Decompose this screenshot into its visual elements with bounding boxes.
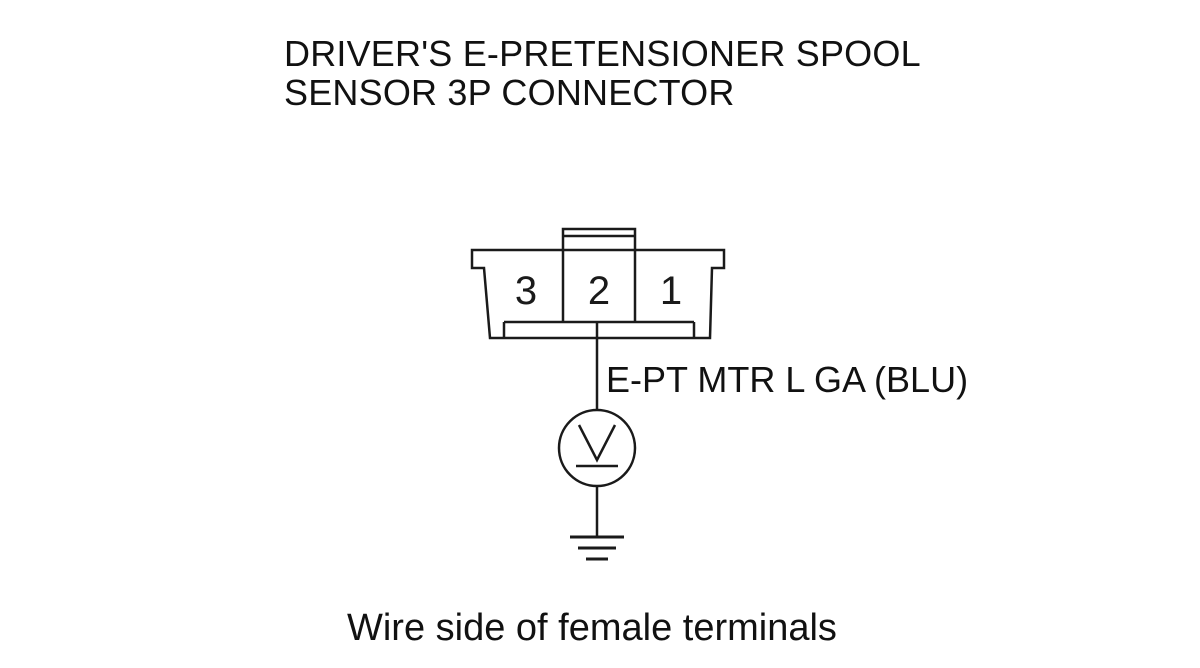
terminal-3-label: 3 [515, 269, 537, 313]
voltmeter-v-symbol [577, 424, 617, 463]
title-line-2: SENSOR 3P CONNECTOR [284, 72, 735, 113]
diagram-title: DRIVER'S E-PRETENSIONER SPOOL SENSOR 3P … [284, 34, 921, 112]
terminal-2-label: 2 [588, 269, 610, 313]
title-line-1: DRIVER'S E-PRETENSIONER SPOOL [284, 33, 921, 74]
ground-icon [570, 535, 624, 561]
connector-lock-tab [561, 227, 637, 252]
terminal-1-label: 1 [660, 269, 682, 313]
voltmeter-icon [557, 408, 637, 488]
connector-housing [470, 248, 726, 340]
diagram-caption: Wire side of female terminals [347, 607, 837, 649]
wire-label: E-PT MTR L GA (BLU) [606, 359, 969, 400]
